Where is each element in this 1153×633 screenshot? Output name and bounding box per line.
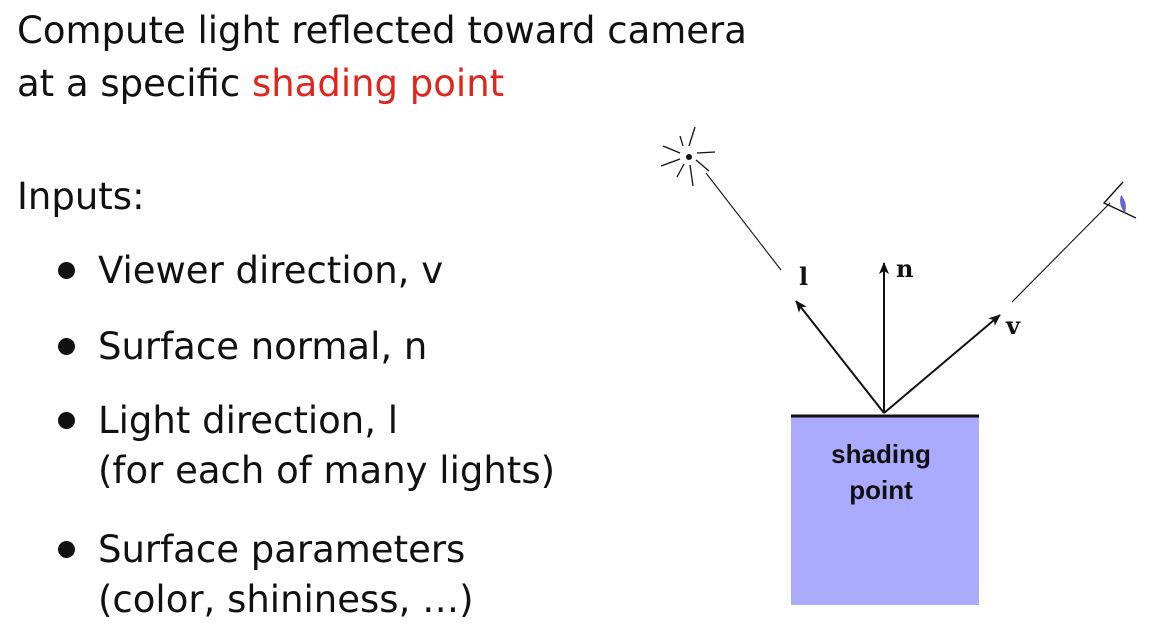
bullet-dot — [58, 541, 75, 558]
heading-line-2: at a specific shading point — [17, 57, 747, 110]
bullet-dot — [58, 262, 75, 279]
view-ray — [1011, 202, 1111, 303]
view-vector-arrow — [883, 314, 1001, 414]
eye-icon — [1102, 181, 1137, 219]
shading-point-label-line-2: point — [849, 475, 913, 505]
heading-line-1: Compute light reflected toward camera — [17, 9, 747, 52]
light-vector-label: l — [799, 262, 808, 291]
list-item-text: Light direction, l — [98, 399, 399, 442]
heading-line-2-prefix: at a specific — [17, 62, 252, 105]
list-item-text: Surface normal, n — [98, 325, 428, 368]
list-item-text: Viewer direction, v — [98, 249, 444, 292]
surface-block — [791, 416, 979, 605]
normal-vector-label: n — [896, 254, 913, 283]
light-vector-arrow — [795, 300, 885, 414]
slide-heading: Compute light reflected toward camera at… — [17, 4, 747, 110]
bullet-dot — [58, 338, 75, 355]
inputs-label: Inputs: — [17, 175, 145, 218]
view-vector-label: v — [1005, 311, 1021, 340]
list-item-subtext: (color, shininess, …) — [98, 578, 474, 621]
heading-highlight: shading point — [251, 62, 505, 105]
shading-diagram: l n v shading point — [660, 126, 1137, 605]
shading-point-label-line-1: shading — [831, 439, 931, 469]
light-ray — [705, 172, 782, 271]
list-item-subtext: (for each of many lights) — [98, 449, 556, 492]
list-item-text: Surface parameters — [98, 528, 466, 571]
light-source-icon — [660, 126, 716, 187]
bullet-dot — [58, 412, 75, 429]
